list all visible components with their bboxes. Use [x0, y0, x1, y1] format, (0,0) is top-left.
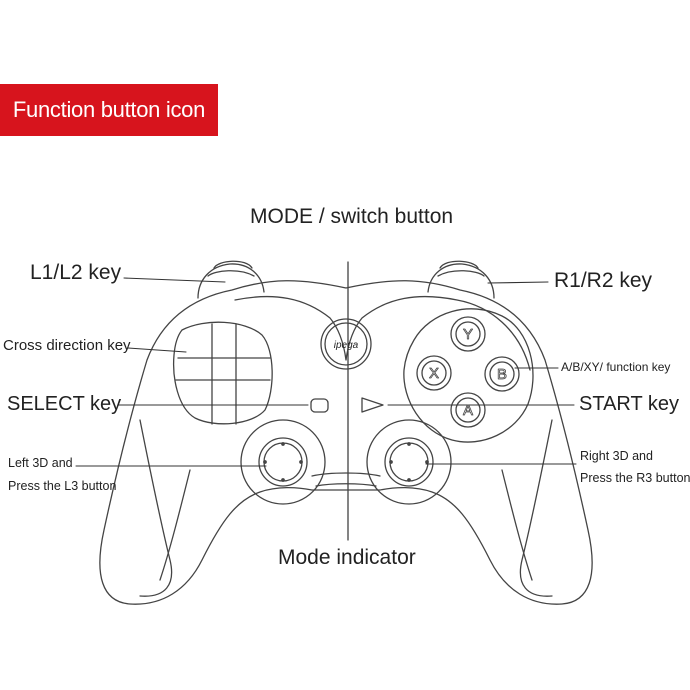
right-analog-stick [366, 419, 452, 505]
a-button-letter: A [463, 402, 473, 419]
controller-body-outline [99, 280, 593, 605]
function-button-icon-banner: Function button icon [0, 84, 218, 136]
x-button-letter: X [429, 365, 439, 382]
left-3d-label-line2: Press the L3 button [8, 479, 117, 493]
r1-r2-bumper [427, 260, 495, 299]
start-label: START key [579, 393, 680, 415]
cross-direction-label: Cross direction key [3, 337, 131, 354]
face-button-cluster [403, 308, 534, 443]
right-3d-label-line1: Right 3D and [580, 449, 653, 463]
start-button [361, 397, 384, 413]
ipega-logo: ipega [334, 340, 359, 351]
y-button-letter: Y [463, 326, 473, 343]
select-label: SELECT key [7, 393, 122, 415]
l1-l2-label: L1/L2 key [30, 261, 122, 284]
left-analog-stick [240, 419, 326, 505]
left-grip-contour [139, 419, 173, 597]
b-button [484, 356, 520, 392]
controller-inner-contour [234, 295, 531, 371]
mode-button [320, 318, 372, 370]
bottom-center-arc [311, 472, 381, 477]
left-3d-label-line1: Left 3D and [8, 456, 73, 470]
abxy-label: A/B/XY/ function key [561, 360, 671, 374]
right-grip-inner [501, 469, 533, 581]
select-button [310, 398, 329, 413]
cross-direction-key [172, 321, 273, 425]
banner-title: Function button icon [12, 97, 206, 122]
l1-l2-bumper [197, 260, 265, 299]
mode-indicator-label: Mode indicator [278, 546, 416, 569]
y-button [450, 316, 486, 352]
bottom-center-arc-2 [315, 483, 377, 487]
right-grip-contour [519, 419, 553, 597]
mode-switch-label: MODE / switch button [250, 205, 454, 228]
x-button [416, 355, 452, 391]
left-grip-inner [159, 469, 191, 581]
right-3d-label-line2: Press the R3 button [580, 471, 690, 485]
leader-lines [75, 277, 577, 467]
b-button-letter: B [497, 366, 507, 383]
a-button [450, 392, 486, 428]
r1-r2-label: R1/R2 key [554, 269, 653, 292]
